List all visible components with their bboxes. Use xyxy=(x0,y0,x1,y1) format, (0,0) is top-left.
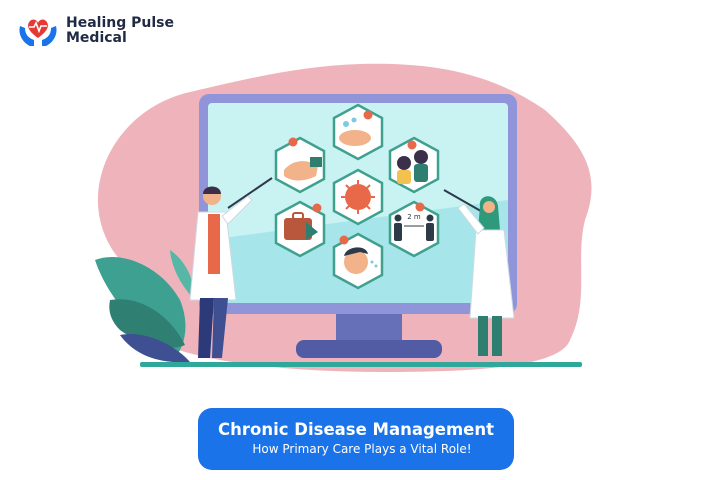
brand-logo[interactable]: Healing Pulse Medical xyxy=(16,12,174,50)
female-doctor xyxy=(443,189,515,356)
travel-bag-icon xyxy=(284,212,318,240)
distance-label: 2 m xyxy=(407,213,421,221)
sneezing-face-icon xyxy=(344,247,378,274)
male-doctor xyxy=(189,177,273,358)
floor-line xyxy=(140,362,582,367)
brand-name-line2: Medical xyxy=(66,30,127,46)
title-banner[interactable]: Chronic Disease Management How Primary C… xyxy=(198,408,514,470)
social-distance-icon xyxy=(394,214,434,241)
masked-people-icon xyxy=(397,150,428,184)
plant-leaves xyxy=(95,250,195,363)
banner-subtitle: How Primary Care Plays a Vital Role! xyxy=(252,442,472,456)
healthcare-illustration: 2 m xyxy=(95,63,592,372)
heart-hands-icon xyxy=(19,19,57,46)
handwash-icon xyxy=(339,117,371,146)
status-badges xyxy=(288,110,425,245)
banner-title: Chronic Disease Management xyxy=(218,420,494,439)
handshake-icon xyxy=(284,157,322,181)
brand-name-line1: Healing Pulse xyxy=(66,15,174,31)
virus-icon xyxy=(341,180,375,214)
